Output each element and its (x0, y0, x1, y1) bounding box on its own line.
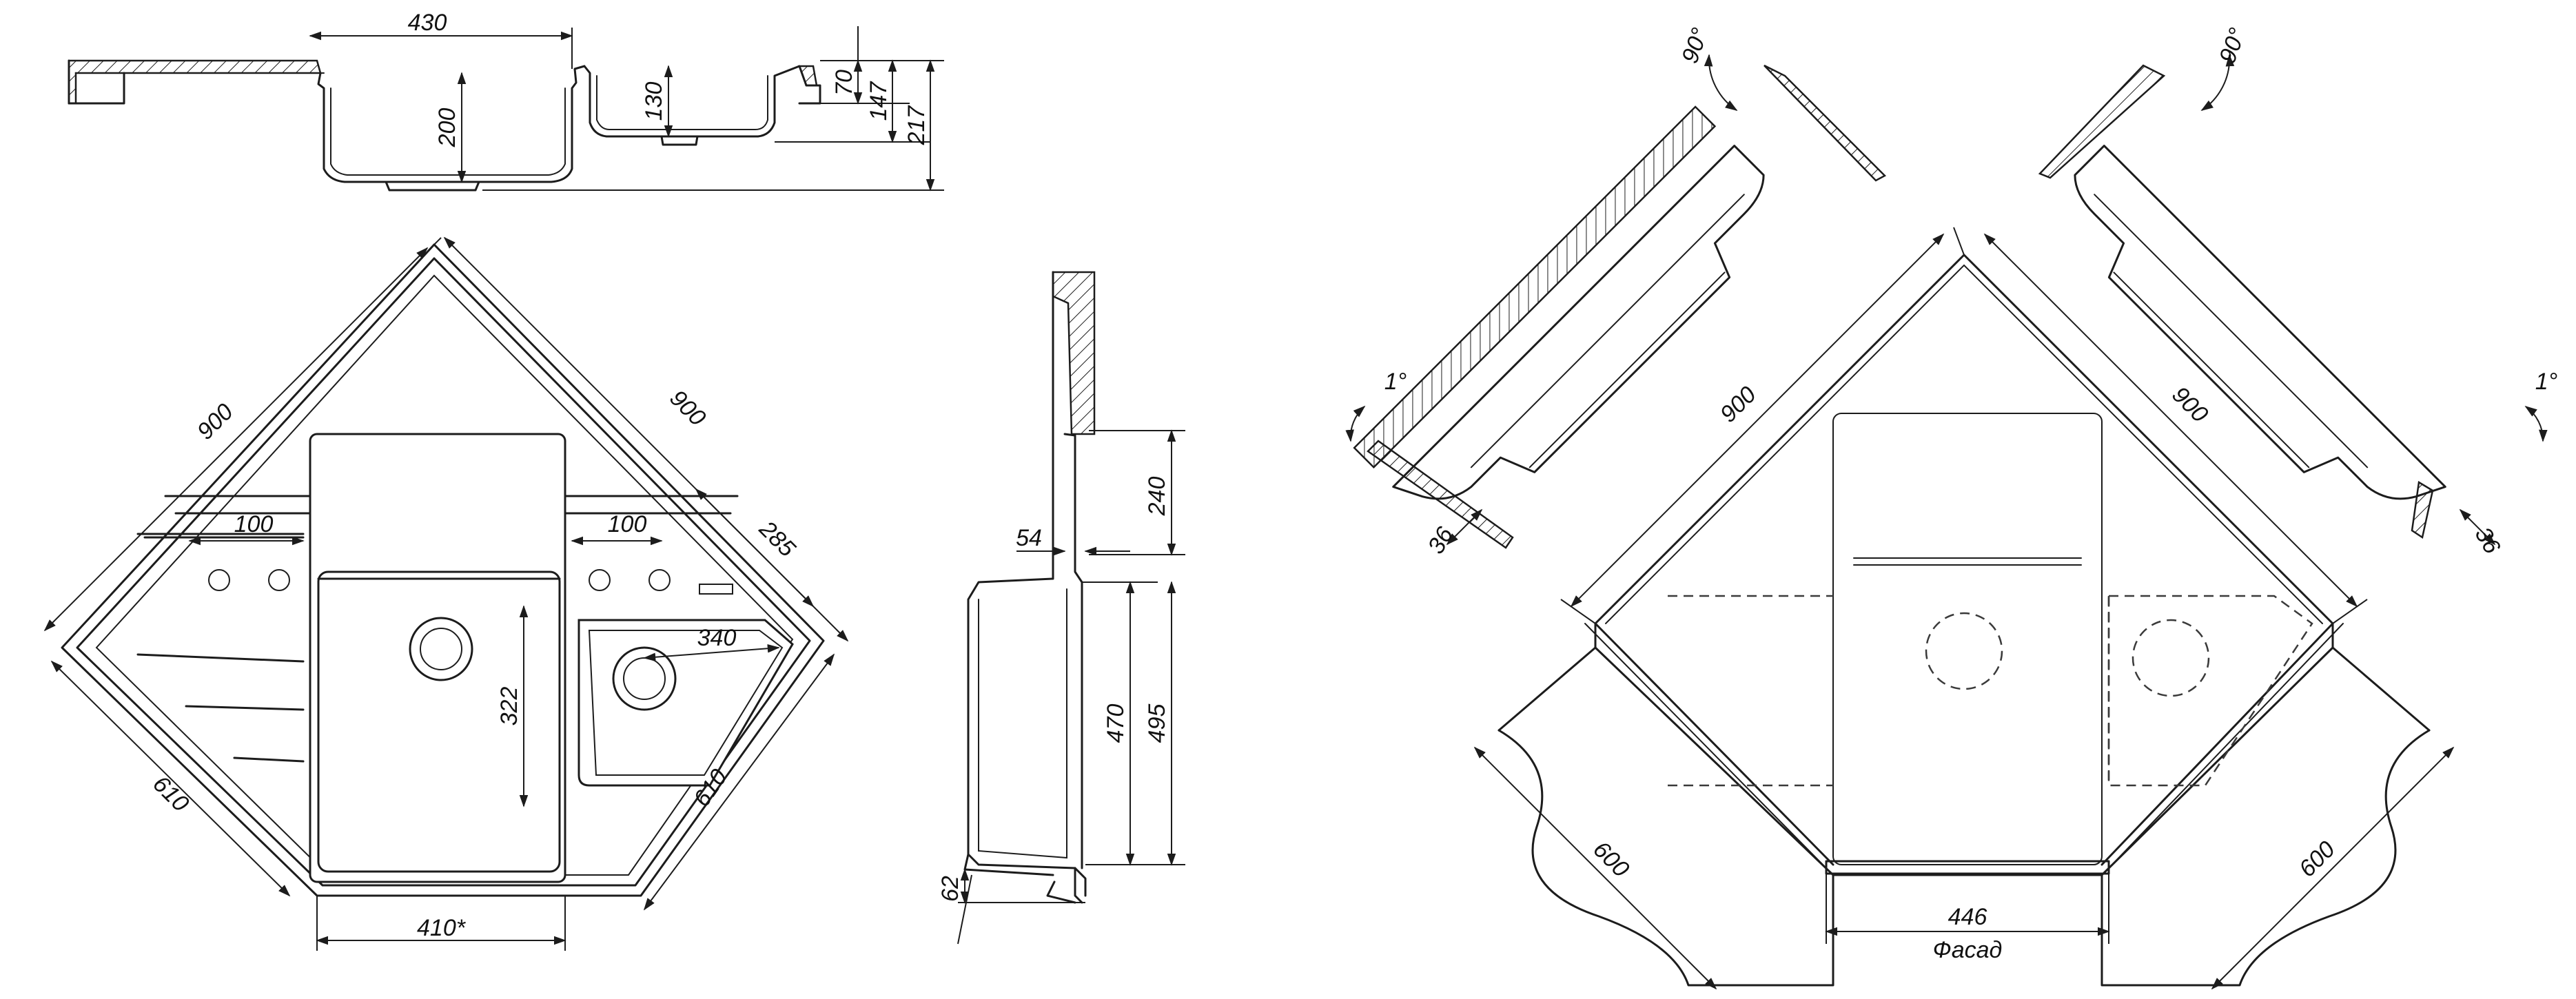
dim-100-right: 100 (608, 511, 647, 537)
dim-340: 340 (697, 625, 737, 651)
angle-90-right: 90° (2214, 25, 2251, 67)
dim-900-left: 900 (192, 399, 238, 445)
dim-cab-900-right: 900 (2167, 382, 2213, 428)
dim-446: 446 (1948, 904, 1987, 930)
dim-217: 217 (903, 105, 930, 146)
tilt-1-left: 1° (1384, 369, 1407, 395)
tap-hole-icon (589, 569, 611, 591)
installation-diagram: 90° 90° 1° 1° 36 36 (1345, 25, 2558, 990)
dim-100-left: 100 (234, 511, 274, 537)
dim-54: 54 (1016, 525, 1042, 551)
top-section-view: 430 200 130 70 147 217 (68, 10, 944, 192)
dim-600-left: 600 (1588, 836, 1634, 883)
facade-label: Фасад (1933, 937, 2003, 963)
plan-view: 900 900 610 610 410* 100 100 285 340 322 (43, 236, 849, 951)
dim-610-left: 610 (147, 771, 194, 817)
tap-hole-icon (268, 569, 290, 591)
dim-70: 70 (831, 70, 857, 96)
dim-600-right: 600 (2294, 836, 2340, 883)
dim-130: 130 (641, 82, 667, 121)
dim-322: 322 (496, 687, 522, 726)
side-section-view: 240 470 495 54 62 (937, 271, 1185, 945)
dim-470: 470 (1103, 704, 1129, 743)
angle-90-left: 90° (1677, 25, 1713, 67)
dim-285: 285 (754, 515, 801, 562)
tap-hole-icon (648, 569, 671, 591)
dim-147: 147 (866, 81, 892, 121)
large-drain-icon (409, 617, 473, 681)
dim-410: 410* (417, 915, 467, 941)
dim-36-left: 36 (1423, 523, 1459, 559)
tilt-1-right: 1° (2535, 369, 2558, 395)
dim-62: 62 (937, 876, 963, 902)
dim-36-right: 36 (2470, 523, 2506, 559)
dim-240: 240 (1144, 477, 1170, 517)
small-bowl (577, 619, 794, 787)
dim-495: 495 (1144, 704, 1170, 743)
dim-430: 430 (408, 10, 447, 36)
tap-hole-icon (208, 569, 230, 591)
dim-cab-900-left: 900 (1715, 382, 1761, 428)
dim-200: 200 (434, 108, 460, 148)
dim-900-right: 900 (664, 385, 711, 431)
